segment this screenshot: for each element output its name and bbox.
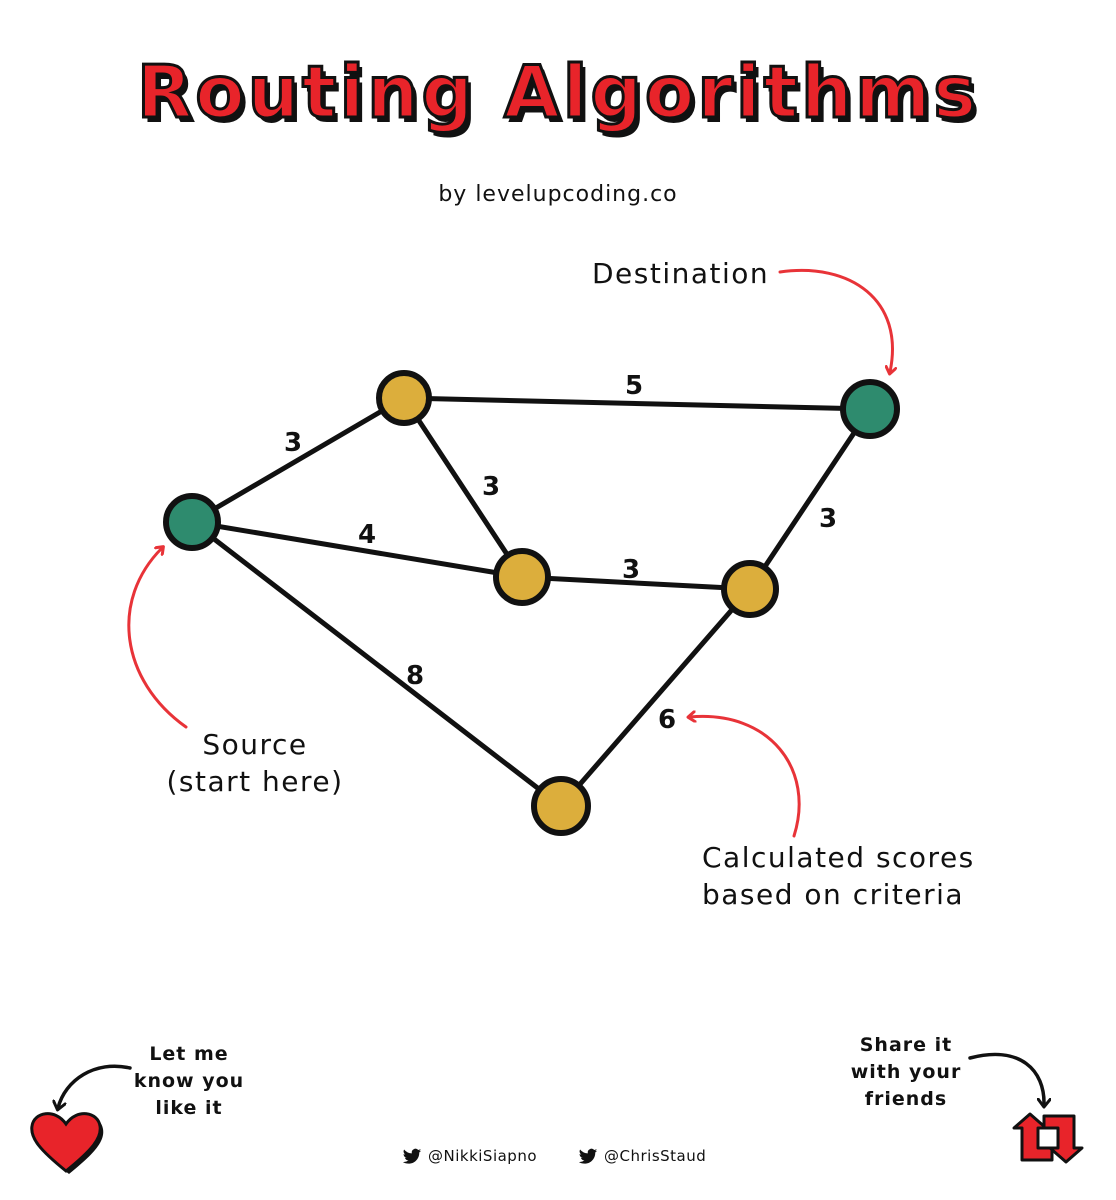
edge-top-middle [401, 395, 525, 580]
scores-label: Calculated scores based on criteria [702, 839, 975, 913]
node-top [376, 370, 432, 426]
source-label-line2: (start here) [166, 765, 344, 798]
edge-source-top [189, 395, 407, 525]
node-right [721, 560, 779, 618]
nodes [163, 370, 900, 836]
handle-nikki-text: @NikkiSiapno [428, 1147, 538, 1165]
like-note-line3: like it [155, 1097, 223, 1119]
edge-source-middle [189, 519, 525, 580]
scores-label-line2: based on criteria [702, 878, 965, 911]
source-node [163, 493, 221, 551]
weight-top-destination: 5 [625, 371, 643, 401]
edge-bottom-right [558, 586, 753, 809]
like-note-line1: Let me [149, 1043, 229, 1065]
scores-label-line1: Calculated scores [702, 841, 975, 874]
share-note: Share it with your friends [840, 1032, 972, 1113]
like-note: Let me know you like it [126, 1041, 252, 1122]
edge-middle-right [519, 574, 753, 592]
handle-chris[interactable]: @ChrisStaud [578, 1146, 706, 1166]
handle-chris-text: @ChrisStaud [604, 1147, 707, 1165]
weight-source-top: 3 [284, 428, 302, 458]
node-middle [493, 548, 551, 606]
edge-source-bottom [189, 519, 564, 809]
twitter-icon [578, 1148, 598, 1164]
source-label-line1: Source [202, 728, 308, 761]
handle-nikki[interactable]: @NikkiSiapno [402, 1146, 537, 1166]
edge-right-destination [747, 406, 873, 592]
page-title: Routing Algorithms [135, 49, 980, 136]
destination-label: Destination [592, 257, 770, 290]
scores-arrow [690, 716, 801, 838]
node-bottom [531, 776, 591, 836]
weight-top-middle: 3 [482, 472, 500, 502]
twitter-icon [402, 1148, 422, 1164]
like-arrow [58, 1064, 132, 1108]
heart-icon [30, 1112, 104, 1174]
share-note-line1: Share it [859, 1034, 953, 1056]
share-note-line3: friends [864, 1088, 948, 1110]
weight-source-bottom: 8 [406, 661, 424, 691]
destination-node [840, 379, 900, 439]
destination-arrow [778, 269, 892, 372]
like-note-line2: know you [133, 1070, 245, 1092]
byline: by levelupcoding.co [438, 182, 678, 207]
source-arrow [127, 548, 188, 729]
edges [189, 395, 873, 809]
share-arrow [968, 1052, 1044, 1105]
share-note-line2: with your [850, 1061, 962, 1083]
source-label: Source (start here) [150, 726, 360, 800]
weight-source-middle: 4 [358, 520, 376, 550]
weight-middle-right: 3 [622, 555, 640, 585]
weight-right-destination: 3 [819, 504, 837, 534]
edge-top-destination [401, 395, 873, 412]
weight-bottom-right: 6 [658, 705, 676, 735]
retweet-icon [1012, 1112, 1084, 1164]
